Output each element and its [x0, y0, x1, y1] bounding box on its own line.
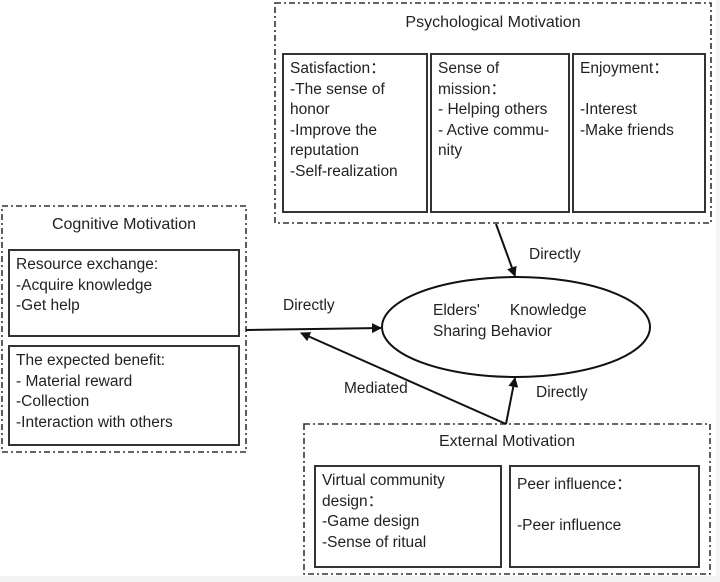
- box-item: -Make friends: [580, 121, 674, 139]
- box-item: -Collection: [16, 393, 90, 410]
- box-item: -Sense of ritual: [322, 533, 427, 551]
- box-item: -The sense of: [290, 80, 385, 98]
- satisfaction-box: Satisfaction： -The sense of honor -Impro…: [282, 53, 428, 213]
- box-heading: Resource exchange:: [16, 256, 159, 273]
- external-group-border: [303, 423, 711, 575]
- box-item: -Self-realization: [290, 162, 398, 180]
- box-item: - Helping others: [438, 101, 548, 118]
- psychological-title: Psychological Motivation: [405, 14, 581, 31]
- box-heading: Peer influence：: [517, 476, 632, 493]
- arrow-psych-to-center: [495, 223, 517, 277]
- box-item: design：: [322, 492, 384, 510]
- edge-label-psych-directly: Directly: [529, 246, 581, 263]
- arrow-external-to-cognitive-line: [300, 332, 507, 425]
- cognitive-title: Cognitive Motivation: [51, 216, 197, 233]
- box-item: -Improve the: [290, 121, 378, 139]
- box-heading: Satisfaction：: [290, 60, 386, 77]
- edge-label-cognitive-directly: Directly: [283, 297, 335, 314]
- box-item: honor: [290, 101, 330, 118]
- arrow-external-to-center: [505, 377, 519, 425]
- box-item: -Interest: [580, 101, 637, 118]
- center-label-line2: Sharing Behavior: [433, 323, 552, 340]
- external-title: External Motivation: [438, 433, 576, 450]
- box-item: -Peer influence: [517, 517, 622, 534]
- box-item: mission：: [438, 80, 507, 98]
- box-item: -Interaction with others: [16, 413, 173, 431]
- box-heading: Enjoyment：: [580, 60, 669, 77]
- edge-label-mediated: Mediated: [344, 380, 408, 397]
- box-spacer: [517, 496, 692, 517]
- center-label-knowledge: Knowledge: [509, 302, 587, 319]
- edge-label-external-directly: Directly: [536, 384, 588, 401]
- box-heading: Virtual community: [322, 472, 445, 489]
- psychological-group-border: [274, 2, 712, 224]
- box-item: - Active commu-: [438, 121, 550, 139]
- box-item: -Get help: [16, 297, 80, 314]
- box-item: -Game design: [322, 513, 420, 530]
- arrow-cognitive-to-center: [245, 323, 382, 334]
- resource-exchange-box: Resource exchange: -Acquire knowledge -G…: [8, 249, 240, 337]
- peer-influence-box: Peer influence： -Peer influence: [509, 465, 700, 568]
- center-ellipse: [381, 276, 651, 378]
- expected-benefit-box: The expected benefit: - Material reward …: [8, 345, 240, 446]
- box-item: nity: [438, 142, 463, 159]
- box-heading: Sense of: [438, 60, 500, 77]
- virtual-community-design-box: Virtual community design： -Game design -…: [314, 465, 502, 568]
- box-spacer: [580, 80, 698, 101]
- box-heading: The expected benefit:: [16, 352, 166, 369]
- box-item: reputation: [290, 142, 359, 159]
- sense-of-mission-box: Sense of mission： - Helping others - Act…: [430, 53, 570, 213]
- box-item: - Material reward: [16, 372, 133, 390]
- box-item: -Acquire knowledge: [16, 276, 153, 294]
- center-label-elders: Elders': [433, 302, 480, 319]
- enjoyment-box: Enjoyment： -Interest -Make friends: [572, 53, 706, 213]
